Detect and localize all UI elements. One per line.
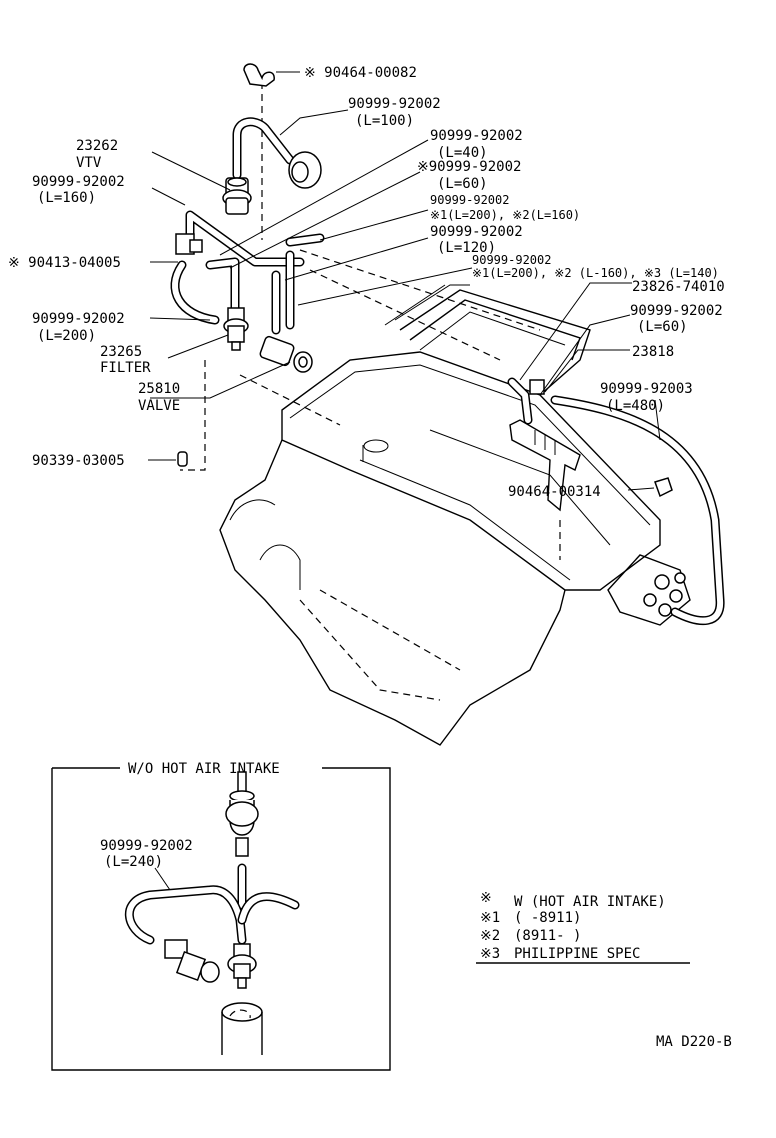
- legend-w: W (HOT AIR INTAKE): [514, 894, 666, 910]
- inset-wo-hot-air: W/O HOT AIR INTAKE 90999-92002 (L=240): [51, 761, 391, 1071]
- intake-plenum: [384, 284, 591, 512]
- label-vtv-pn: 23262: [76, 138, 118, 154]
- label-hose-100-len: (L=100): [355, 113, 414, 129]
- legend-3-sym: ※3: [480, 946, 500, 962]
- label-hose-200-160-len: ※1(L=200), ※2(L=160): [430, 208, 580, 222]
- label-hose-160-len: (L=160): [37, 190, 96, 206]
- label-hose-200-pn: 90999-92002: [32, 311, 125, 327]
- legend: ※ W (HOT AIR INTAKE) ※1 ( -8911) ※2 (891…: [476, 890, 690, 964]
- legend-2: (8911- ): [514, 928, 581, 944]
- label-hose-160-pn: 90999-92002: [32, 174, 125, 190]
- label-hose-60b-len: (L=60): [637, 319, 688, 335]
- label-23826: 23826-74010: [632, 279, 725, 295]
- label-hose-60a-pn: ※90999-92002: [417, 159, 521, 175]
- label-valve-pn: 25810: [138, 381, 180, 397]
- legend-1: ( -8911): [514, 910, 581, 926]
- legend-1-sym: ※1: [480, 910, 500, 926]
- callout-labels: ※ 90464-00082 90999-92002 (L=100) 23262 …: [8, 65, 725, 500]
- label-hose-120-len: (L=120): [437, 240, 496, 256]
- distributor: [607, 554, 691, 626]
- label-hose-120-pn: 90999-92002: [430, 224, 523, 240]
- inset-hose-pn: 90999-92002: [100, 838, 193, 854]
- legend-sym: ※: [480, 890, 492, 906]
- label-hose-60a-len: (L=60): [437, 176, 488, 192]
- label-plug: 90339-03005: [32, 453, 125, 469]
- label-valve-name: VALVE: [138, 398, 180, 414]
- label-hose-40-pn: 90999-92002: [430, 128, 523, 144]
- label-hose-60b-pn: 90999-92002: [630, 303, 723, 319]
- label-vtv-name: VTV: [76, 155, 102, 171]
- label-23818: 23818: [632, 344, 674, 360]
- label-hose-480-len: (L=480): [606, 398, 665, 414]
- junction-23818: [529, 379, 545, 395]
- diagram-code: MA D220-B: [656, 1034, 732, 1050]
- engine-block: [219, 351, 691, 746]
- inset-hose-len: (L=240): [104, 854, 163, 870]
- label-filter-name: FILTER: [100, 360, 151, 376]
- label-clip-right: 90464-00314: [508, 484, 601, 500]
- label-hose-multi-len: ※1(L=200), ※2 (L-160), ※3 (L=140): [472, 266, 719, 280]
- clip-top-part: [243, 63, 275, 87]
- label-filter-pn: 23265: [100, 344, 142, 360]
- plug-part: [177, 451, 188, 467]
- label-hose-100-pn: 90999-92002: [348, 96, 441, 112]
- filter-part: [223, 307, 249, 351]
- cap-part: [288, 151, 322, 189]
- label-hose-40-len: (L=40): [437, 145, 488, 161]
- vsv-left-part: [175, 233, 203, 255]
- valve-part: [259, 335, 313, 373]
- label-hose-200-len: (L=200): [37, 328, 96, 344]
- label-hose-multi-pn: 90999-92002: [472, 253, 551, 267]
- legend-3: PHILIPPINE SPEC: [514, 946, 640, 962]
- vtv-part: [222, 177, 252, 215]
- label-clip-top: ※ 90464-00082: [304, 65, 417, 81]
- legend-2-sym: ※2: [480, 928, 500, 944]
- label-hose-200-160-pn: 90999-92002: [430, 193, 509, 207]
- leader-lines: [148, 71, 661, 491]
- clip-right-part: [654, 477, 673, 498]
- inset-title: W/O HOT AIR INTAKE: [128, 761, 280, 777]
- label-valve-left: ※ 90413-04005: [8, 255, 121, 271]
- label-hose-480-pn: 90999-92003: [600, 381, 693, 397]
- vacuum-hoses: [170, 117, 725, 626]
